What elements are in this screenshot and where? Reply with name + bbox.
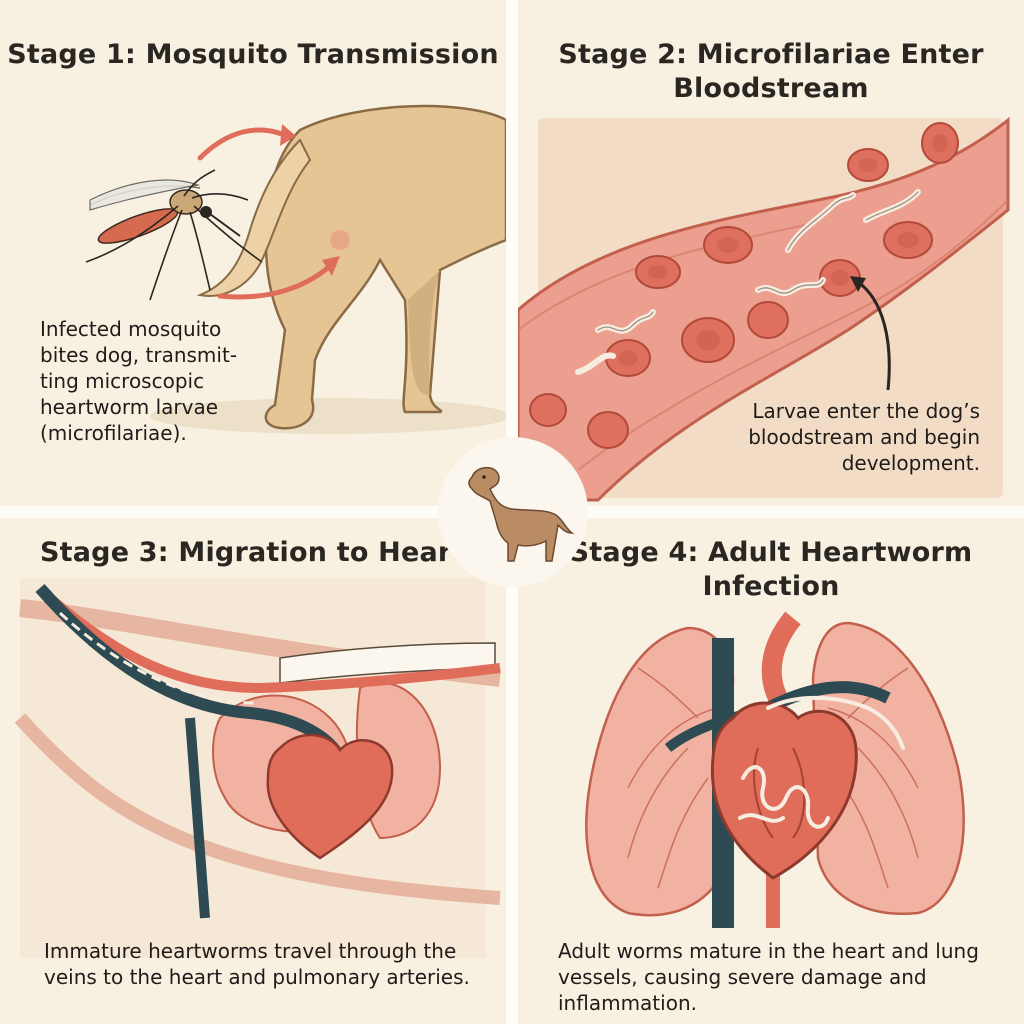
lung-right — [811, 621, 965, 915]
stage-4-title: Stage 4: Adult Heartworm Infection — [518, 536, 1024, 604]
blood-cell-centers — [618, 134, 948, 366]
chest-wall-band — [14, 713, 501, 905]
vein-down — [185, 717, 210, 919]
stage-1-caption: Infected mosquito bites dog, transmit- t… — [40, 316, 237, 446]
caption-line: Immature heartworms travel through the — [44, 939, 457, 963]
stage-3-panel: Stage 3: Migration to Heart Immature hea… — [0, 518, 506, 1024]
title-line: Stage 2: Microfilariae Enter — [558, 39, 984, 70]
heart — [710, 701, 858, 880]
arrowhead-to-dog — [280, 124, 296, 146]
center-badge — [438, 437, 588, 587]
caption-line: Larvae enter the dog’s — [752, 399, 980, 423]
stage-4-panel: Stage 4: Adult Heartworm Infection Adult… — [518, 518, 1024, 1024]
dog-body — [264, 104, 506, 430]
arrow-to-bite — [217, 263, 333, 300]
stage-1-title: Stage 1: Mosquito Transmission — [7, 39, 499, 70]
migrating-worms — [58, 611, 256, 705]
arrow-to-dog — [197, 127, 285, 161]
pointer-arrowhead — [850, 276, 866, 292]
heart-lungs-illustration — [585, 611, 965, 928]
caption-line: development. — [841, 451, 980, 475]
microfilariae-outline — [597, 191, 919, 332]
caption-line: (microfilariae). — [40, 421, 187, 445]
stage-3-title: Stage 3: Migration to Heart — [40, 537, 465, 568]
pointer-arrow — [857, 280, 891, 391]
dog-leg-shade — [408, 270, 440, 395]
lung-branches — [627, 667, 919, 889]
artery — [46, 594, 501, 694]
title-line: Bloodstream — [673, 73, 869, 104]
dog-silhouette-icon — [468, 466, 575, 562]
mosquito — [85, 169, 263, 301]
stage-2-caption: Larvae enter the dog’s bloodstream and b… — [748, 398, 980, 476]
heart-chambers — [752, 747, 806, 839]
bite-redness — [330, 230, 350, 250]
caption-line: ting microscopic — [40, 369, 205, 393]
dog-tail — [196, 138, 312, 297]
mosquito-bite-illustration — [85, 104, 506, 434]
caption-line: vessels, causing severe damage and infla… — [558, 965, 927, 1015]
migration-illustration — [14, 578, 502, 958]
caption-line: Adult worms mature in the heart and lung — [558, 939, 979, 963]
bloodstream-illustration — [518, 116, 1010, 502]
stage-2-title: Stage 2: Microfilariae Enter Bloodstream — [518, 38, 1024, 106]
stage-4-caption: Adult worms mature in the heart and lung… — [558, 938, 1024, 1016]
stage-1-panel: Stage 1: Mosquito Transmission Infected … — [0, 0, 506, 506]
aorta — [761, 611, 801, 703]
title-line: Stage 4: Adult Heartworm — [569, 537, 973, 568]
caption-line: Infected mosquito — [40, 317, 222, 341]
arrowhead-to-bite — [322, 256, 340, 276]
caption-line: bloodstream and begin — [748, 425, 980, 449]
stage-2-panel: Stage 2: Microfilariae Enter Bloodstream — [518, 0, 1024, 506]
title-line: Infection — [702, 571, 840, 602]
caption-line: veins to the heart and pulmonary arterie… — [44, 965, 470, 989]
caption-line: heartworm larvae — [40, 395, 219, 419]
caption-line: bites dog, transmit- — [40, 343, 238, 367]
adult-heartworms — [738, 695, 905, 829]
stage-3-caption: Immature heartworms travel through the v… — [44, 938, 470, 990]
heart — [266, 733, 394, 860]
